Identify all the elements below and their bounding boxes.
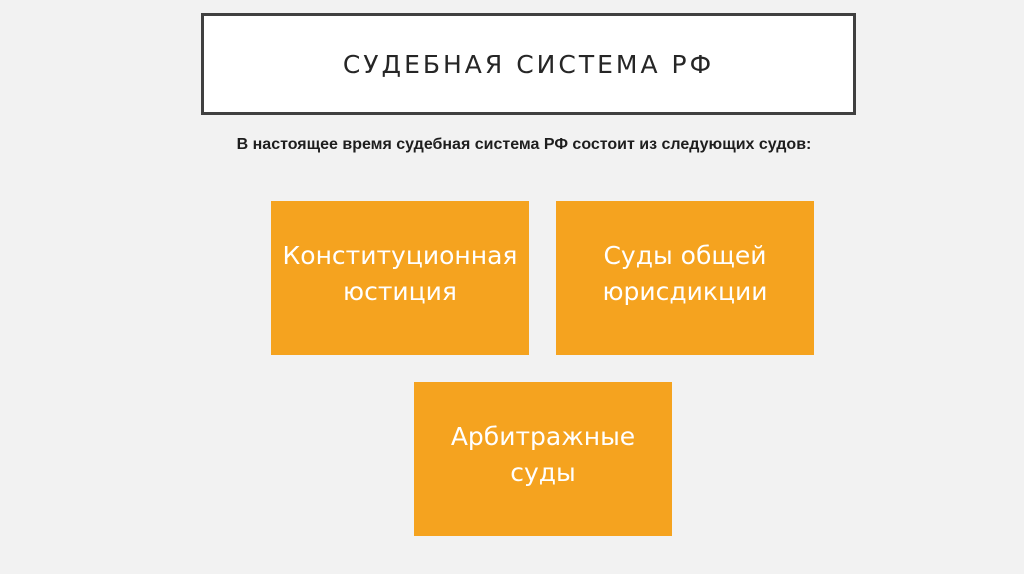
court-box-constitutional: Конституционная юстиция	[271, 201, 529, 355]
court-box-arbitration: Арбитражные суды	[414, 382, 672, 536]
court-label-line1: Арбитражные	[450, 422, 636, 451]
court-box-general-jurisdiction: Суды общей юрисдикции	[556, 201, 814, 355]
court-label-line1: Конституционная	[282, 241, 518, 270]
slide-subtitle: В настоящее время судебная система РФ со…	[236, 136, 812, 153]
court-label-line2: суды	[510, 458, 576, 487]
court-label-line2: юрисдикции	[602, 277, 768, 306]
court-label-line1: Суды общей	[603, 241, 767, 270]
court-label-line2: юстиция	[343, 277, 457, 306]
title-box: СУДЕБНАЯ СИСТЕМА РФ	[201, 13, 856, 115]
slide-title: СУДЕБНАЯ СИСТЕМА РФ	[342, 49, 715, 79]
